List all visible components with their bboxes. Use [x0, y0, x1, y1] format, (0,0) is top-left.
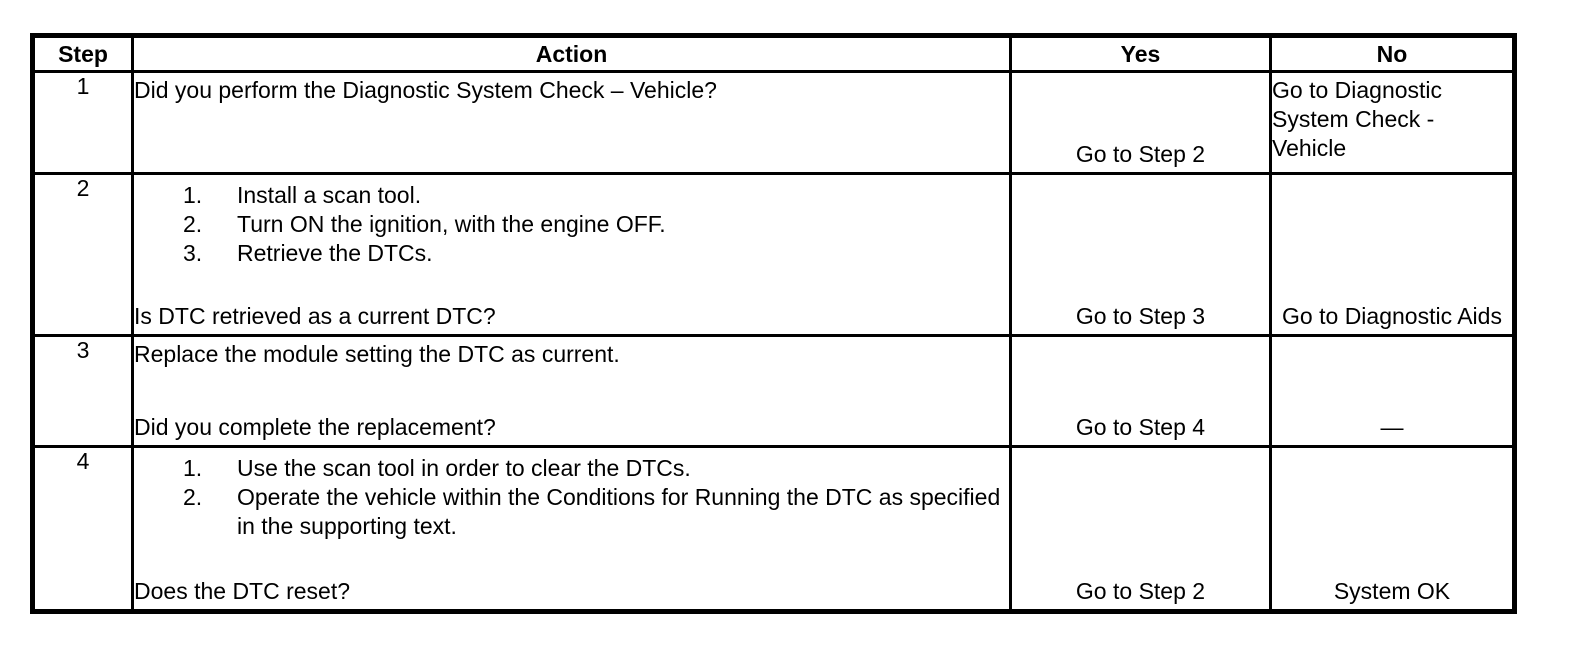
action-list-item: 1. Install a scan tool.: [134, 181, 1009, 210]
no-answer-cell: System OK: [1269, 445, 1516, 613]
action-list-text: Operate the vehicle within the Condition…: [237, 484, 1001, 539]
action-list-text: Turn ON the ignition, with the engine OF…: [237, 211, 666, 237]
action-question-text: Did you complete the replacement?: [134, 414, 496, 440]
yes-answer-text: Go to Step 4: [1075, 414, 1206, 440]
column-header-yes: Yes: [1009, 34, 1272, 73]
action-lead-text: Did you perform the Diagnostic System Ch…: [134, 77, 717, 103]
action-cell: 1. Use the scan tool in order to clear t…: [131, 445, 1012, 613]
action-list-item: 3. Retrieve the DTCs.: [134, 239, 1009, 268]
table-row: 1 Did you perform the Diagnostic System …: [31, 70, 1516, 175]
action-list-number: 1.: [183, 182, 203, 208]
action-cell: 1. Install a scan tool. 2. Turn ON the i…: [131, 172, 1012, 337]
step-number-cell: 2: [31, 172, 134, 337]
no-answer-cell: Go to Diagnostic Aids: [1269, 172, 1516, 337]
yes-answer-text: Go to Step 2: [1075, 578, 1206, 604]
action-list-number: 2.: [183, 484, 203, 510]
yes-answer-cell: Go to Step 2: [1009, 445, 1272, 613]
action-question-text: Is DTC retrieved as a current DTC?: [134, 303, 496, 329]
table-row: 2 1. Install a scan tool. 2. Turn ON the…: [31, 172, 1516, 337]
yes-answer-cell: Go to Step 2: [1009, 70, 1272, 175]
table-row: 3 Replace the module setting the DTC as …: [31, 334, 1516, 448]
table-header-row: Step Action Yes No: [31, 34, 1516, 73]
action-list-text: Use the scan tool in order to clear the …: [237, 455, 691, 481]
no-answer-cell: —: [1269, 334, 1516, 448]
action-list-item: 2. Operate the vehicle within the Condit…: [134, 483, 1009, 541]
action-cell: Replace the module setting the DTC as cu…: [131, 334, 1012, 448]
yes-answer-text: Go to Step 3: [1075, 303, 1206, 329]
action-step-list: 1. Use the scan tool in order to clear t…: [134, 454, 1009, 541]
yes-answer-cell: Go to Step 4: [1009, 334, 1272, 448]
table-row: 4 1. Use the scan tool in order to clear…: [31, 445, 1516, 613]
no-answer-cell: Go to Diagnostic System Check - Vehicle: [1269, 70, 1516, 175]
action-list-item: 1. Use the scan tool in order to clear t…: [134, 454, 1009, 483]
action-list-item: 2. Turn ON the ignition, with the engine…: [134, 210, 1009, 239]
action-cell: Did you perform the Diagnostic System Ch…: [131, 70, 1012, 175]
yes-answer-text: Go to Step 2: [1075, 141, 1206, 167]
action-question-text: Does the DTC reset?: [134, 578, 351, 604]
dtc-diagnostic-table: Step Action Yes No 1 Did you perform the…: [30, 33, 1517, 614]
no-answer-text: Go to Diagnostic Aids: [1282, 303, 1502, 329]
step-number-cell: 1: [31, 70, 134, 175]
column-header-no: No: [1269, 34, 1516, 73]
action-list-text: Install a scan tool.: [237, 182, 422, 208]
action-list-number: 1.: [183, 455, 203, 481]
action-list-text: Retrieve the DTCs.: [237, 240, 433, 266]
column-header-step: Step: [31, 34, 134, 73]
no-answer-text: Go to Diagnostic System Check - Vehicle: [1272, 77, 1443, 161]
no-answer-text: System OK: [1333, 578, 1451, 604]
action-list-number: 3.: [183, 240, 203, 266]
action-step-list: 1. Install a scan tool. 2. Turn ON the i…: [134, 181, 1009, 268]
step-number-cell: 4: [31, 445, 134, 613]
action-list-number: 2.: [183, 211, 203, 237]
column-header-action: Action: [131, 34, 1012, 73]
no-answer-text: —: [1380, 414, 1404, 440]
step-number-cell: 3: [31, 334, 134, 448]
yes-answer-cell: Go to Step 3: [1009, 172, 1272, 337]
action-lead-text: Replace the module setting the DTC as cu…: [134, 341, 620, 367]
